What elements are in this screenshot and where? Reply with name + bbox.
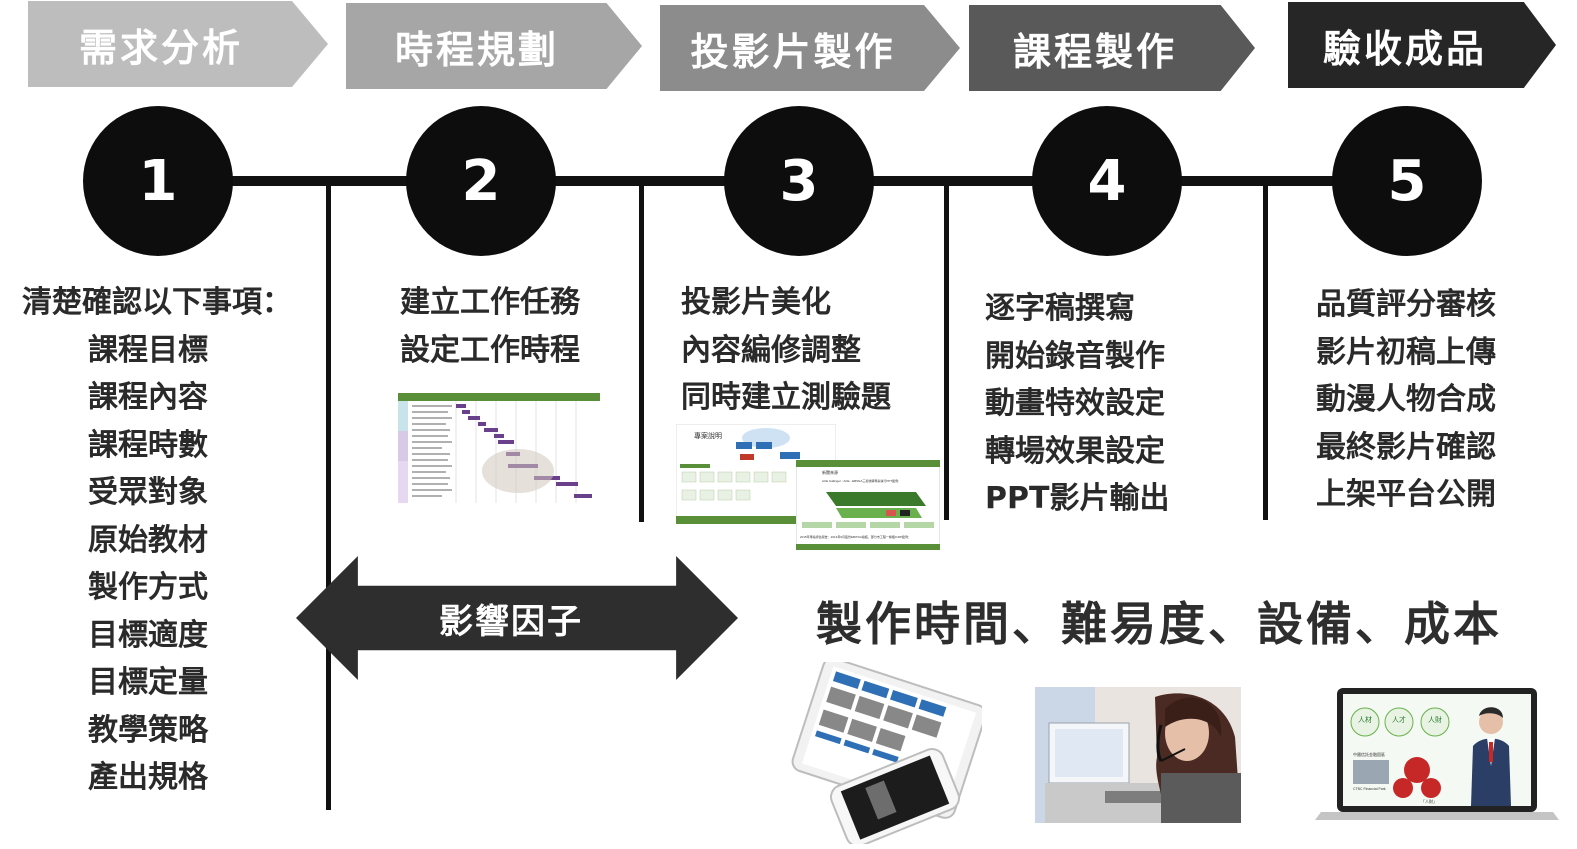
slide-header: 專案說明 [694, 431, 722, 440]
list-item: 原始教材 [88, 522, 208, 558]
step3-list: 投影片美化 內容編修調整 同時建立測驗題 [681, 279, 891, 422]
list-item: 上架平台公開 [1316, 477, 1496, 512]
stage-label: 需求分析 [78, 25, 243, 70]
list-item: 產出規格 [88, 760, 208, 795]
influence-factors: 製作時間、難易度、設備、成本 [816, 597, 1502, 651]
stage-label: 投影片製作 [690, 29, 896, 74]
list-item: 內容編修調整 [681, 332, 861, 368]
slide-caption: 2015年專案評估報告：2014年9月股份EBITDA總結，部分市工程一條龍IC… [800, 534, 911, 539]
list-item: 製作方式 [88, 570, 208, 605]
laptop-subtitle-en: CTBC Financial Park [1353, 787, 1386, 791]
list-item: 課程目標 [88, 332, 208, 368]
list-item: 設定工作時程 [400, 332, 580, 368]
step-node-5: 5 [1332, 106, 1482, 256]
step2-list: 建立工作任務 設定工作時程 [400, 279, 580, 374]
step-node-3: 3 [724, 106, 874, 256]
laptop-title-b: 人才 [1392, 715, 1406, 724]
step-node-2: 2 [406, 106, 556, 256]
recording-operator-image [1035, 687, 1241, 823]
stage-arrow-1: 需求分析 [28, 1, 328, 87]
list-item: 目標適度 [88, 617, 208, 653]
list-item: 投影片美化 [681, 285, 831, 320]
list-item: 轉場效果設定 [985, 433, 1165, 469]
step-node-4: 4 [1032, 106, 1182, 256]
laptop-subtitle: 中國信託金融園區 [1353, 751, 1385, 757]
step-number: 3 [779, 148, 819, 214]
laptop-title-c: 人財 [1428, 715, 1442, 724]
laptop-presenter-image: 人材 人才 人財 中國信託金融園區 CTBC Financial Park 「人… [1315, 688, 1559, 820]
stage-arrow-2: 時程規劃 [346, 3, 642, 89]
step-number: 2 [461, 148, 501, 214]
list-item: 動畫特效設定 [985, 386, 1165, 421]
step1-title: 清楚確認以下事項： [22, 285, 292, 320]
list-item: 課程時數 [88, 427, 208, 463]
laptop-title-a: 人材 [1358, 715, 1372, 724]
list-item: 逐字稿撰寫 [985, 291, 1135, 326]
list-item: 開始錄音製作 [985, 338, 1165, 374]
tablet-phone-image [791, 662, 982, 844]
stage-arrow-4: 課程製作 [969, 5, 1255, 91]
step-node-1: 1 [83, 106, 233, 256]
stage-label: 課程製作 [1012, 29, 1177, 74]
step-number: 1 [138, 148, 178, 214]
laptop-badge: 「人財」 [1421, 798, 1437, 804]
list-item: PPT影片輸出 [985, 481, 1170, 516]
stage-label: 時程規劃 [394, 27, 559, 72]
step4-list: 逐字稿撰寫 開始錄音製作 動畫特效設定 轉場效果設定 PPT影片輸出 [985, 285, 1169, 523]
separator-line [639, 184, 644, 522]
list-item: 動漫人物合成 [1316, 382, 1496, 417]
slide-caption: 新聞來源 [822, 469, 838, 475]
list-item: 教學策略 [88, 712, 208, 748]
separator-line [944, 184, 949, 520]
list-item: 影片初稿上傳 [1316, 334, 1496, 370]
list-item: 受眾對象 [88, 475, 208, 510]
list-item: 最終影片確認 [1316, 429, 1496, 465]
list-item: 課程內容 [88, 380, 208, 415]
gantt-thumbnail [398, 393, 600, 503]
stage-arrow-3: 投影片製作 [660, 5, 960, 91]
stage-label: 驗收成品 [1322, 26, 1487, 71]
list-item: 建立工作任務 [400, 285, 580, 320]
separator-line [326, 184, 331, 810]
slide-thumbnail-2: 新聞來源 ACE Gallinger : ACE - EBSNA三菱收購專案執行… [796, 460, 940, 550]
separator-line [1263, 184, 1268, 520]
stage-arrow-5: 驗收成品 [1288, 2, 1556, 88]
list-item: 品質評分審核 [1316, 287, 1496, 322]
slide-caption: ACE Gallinger : ACE - EBSNA三菱收購專案執行PPT範例… [822, 478, 901, 483]
step-number: 4 [1087, 148, 1127, 214]
influence-label: 影響因子 [439, 602, 583, 642]
step1-list: 清楚確認以下事項： 課程目標 課程內容 課程時數 受眾對象 原始教材 製作方式 … [22, 279, 292, 802]
list-item: 同時建立測驗題 [681, 380, 891, 415]
step-number: 5 [1387, 148, 1427, 214]
list-item: 目標定量 [88, 665, 208, 700]
step5-list: 品質評分審核 影片初稿上傳 動漫人物合成 最終影片確認 上架平台公開 [1316, 281, 1496, 519]
